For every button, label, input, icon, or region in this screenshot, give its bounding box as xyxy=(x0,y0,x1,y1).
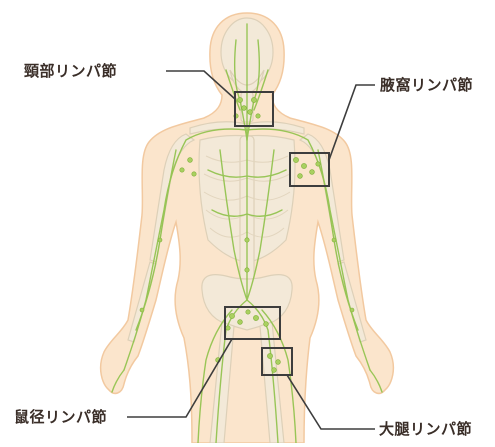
cervical-lymph-node-label: 頸部リンパ節 xyxy=(24,62,117,80)
axillary-lymph-node-label: 腋窩リンパ節 xyxy=(380,76,473,94)
femoral-lymph-node-label: 大腿リンパ節 xyxy=(379,420,472,438)
inguinal-lymph-node-label: 鼠径リンパ節 xyxy=(14,408,107,426)
